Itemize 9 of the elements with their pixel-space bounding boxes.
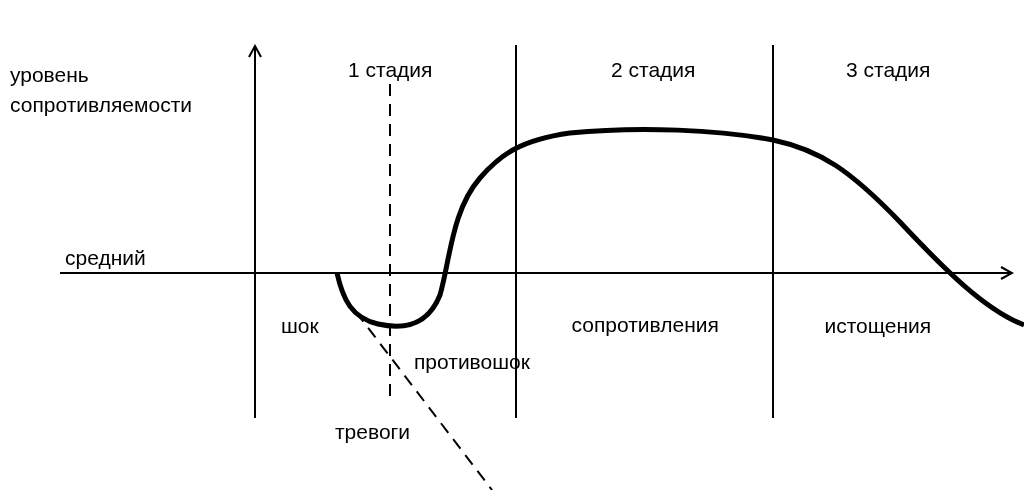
stage-name: сопротивления <box>571 312 719 338</box>
stage-name: истощения <box>824 313 932 339</box>
stage-label: 2 стадия <box>611 57 696 83</box>
stage-label: 1 стадия <box>348 57 433 83</box>
phase-label: тревоги <box>335 419 410 445</box>
axis-label: средний <box>65 245 146 271</box>
axis-label: уровень сопротивляемости <box>10 62 193 118</box>
phase-label: шок <box>281 313 319 339</box>
stage-label: 3 стадия <box>846 57 931 83</box>
